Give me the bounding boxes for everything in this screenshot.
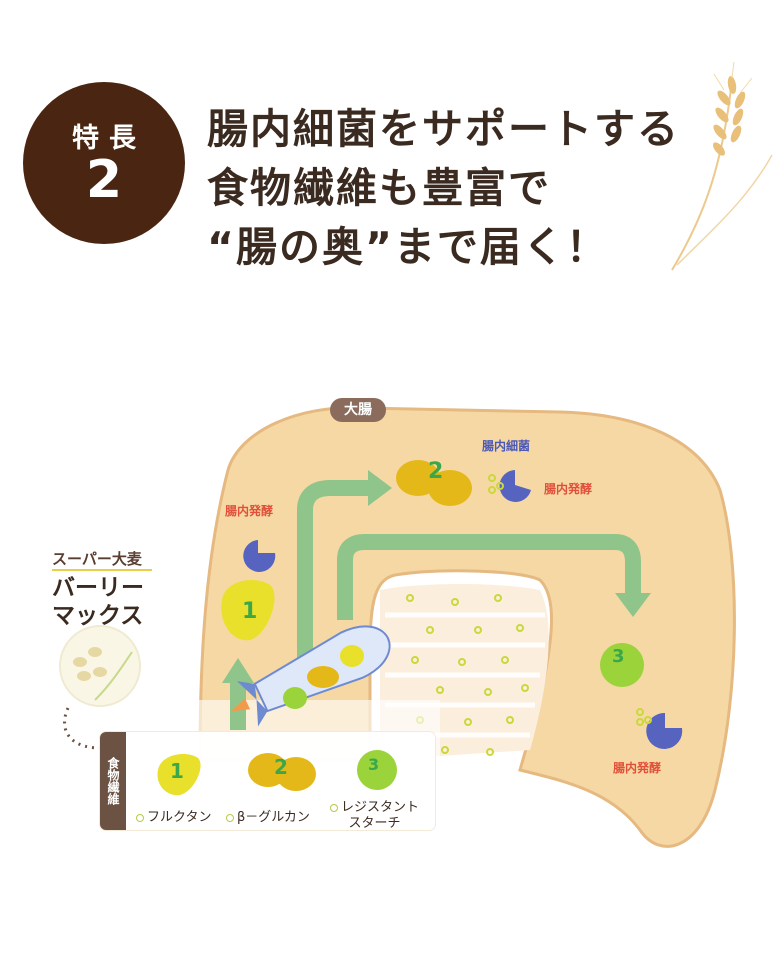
- gut-bacteria-label: 腸内細菌: [482, 439, 531, 453]
- svg-text:3: 3: [368, 755, 379, 774]
- feature-badge-number: 2: [85, 150, 123, 210]
- fiber-character-2: 2: [396, 459, 472, 506]
- wheat-icon: [671, 61, 773, 271]
- headline-line-2: 食物繊維も豊富で: [207, 164, 551, 212]
- fermentation-label-right: 腸内発酵: [613, 761, 662, 775]
- large-intestine-label: 大腸: [330, 398, 386, 422]
- svg-text:1: 1: [170, 759, 184, 783]
- fiber-character-1: 1: [221, 580, 275, 641]
- fiber-character-3: 3: [600, 643, 644, 687]
- feature-badge-label: 特長: [72, 123, 146, 154]
- fermentation-label-left: 腸内発酵: [225, 504, 274, 518]
- headline: 腸内細菌をサポートする 食物繊維も豊富で “腸の奥”まで届く！: [207, 100, 767, 277]
- arrow-loop: [337, 534, 641, 620]
- svg-text:1: 1: [242, 599, 257, 624]
- fiber-legend-icons: 1 2 3: [157, 750, 397, 796]
- brand-name-line-1: バーリー: [52, 575, 144, 601]
- legend-fiber-2-name: β－グルカン: [226, 806, 310, 825]
- fermentation-label-top: 腸内発酵: [544, 482, 593, 496]
- svg-text:3: 3: [612, 646, 625, 667]
- svg-text:2: 2: [274, 755, 288, 779]
- headline-line-3: “腸の奥”まで届く！: [207, 223, 609, 271]
- headline-line-1: 腸内細菌をサポートする: [207, 105, 680, 153]
- fiber-legend-tag: 食物繊維: [100, 732, 126, 830]
- legend-fiber-1-name: フルクタン: [136, 806, 211, 825]
- arrow-up-over: [297, 480, 370, 690]
- feature-badge: 特長 2: [23, 82, 185, 244]
- brand-name: バーリー マックス: [52, 574, 144, 630]
- legend-fiber-3-name: レジスタント スターチ: [330, 800, 419, 832]
- brand-subtitle-underline: [52, 569, 152, 571]
- legend-fiber-3-icon: 3: [357, 750, 397, 790]
- legend-fiber-2-icon: 2: [248, 753, 316, 791]
- svg-text:2: 2: [428, 459, 443, 484]
- legend-fiber-1-icon: 1: [157, 754, 201, 796]
- brand-name-line-2: マックス: [52, 603, 144, 629]
- brand-subtitle: スーパー大麦: [52, 550, 142, 568]
